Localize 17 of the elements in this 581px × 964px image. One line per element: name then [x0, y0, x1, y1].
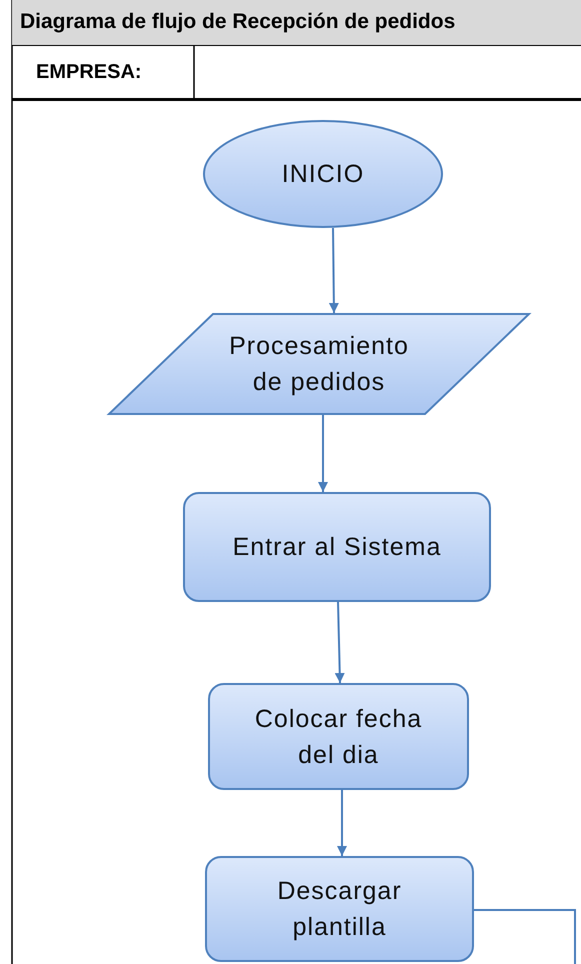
arrow	[318, 415, 328, 492]
connector-line	[474, 909, 576, 964]
node-text: Descargar plantilla	[276, 876, 403, 943]
process-box	[183, 492, 491, 602]
node-text: Entrar al Sistema	[232, 532, 442, 563]
process-box	[205, 856, 474, 962]
node-text: INICIO	[282, 159, 364, 190]
diagram-title: Diagrama de flujo de Recepción de pedidos	[20, 10, 456, 34]
node-text: Procesamiento de pedidos	[228, 331, 410, 398]
arrow	[328, 228, 339, 314]
header-label: EMPRESA:	[36, 61, 142, 84]
start-ellipse	[203, 120, 443, 228]
node-text: Colocar fecha del dia	[254, 704, 424, 770]
process-box	[208, 683, 469, 790]
input-parallelogram	[108, 313, 530, 415]
arrow	[337, 790, 347, 856]
arrow	[334, 602, 345, 684]
